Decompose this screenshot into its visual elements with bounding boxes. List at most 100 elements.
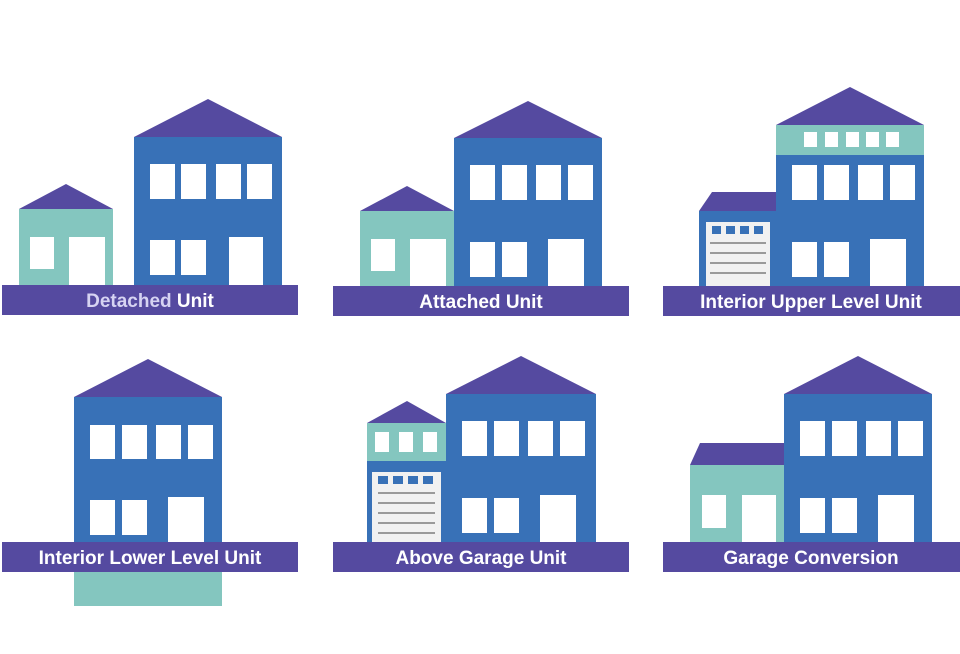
window: [90, 425, 115, 459]
garage-door-window: [378, 476, 388, 484]
window: [536, 165, 561, 200]
window: [470, 165, 495, 200]
panel-attached-unit: Attached Unit: [333, 101, 629, 316]
main-house: [74, 359, 222, 606]
main-roof: [134, 99, 282, 137]
window: [122, 500, 147, 535]
window: [858, 165, 883, 200]
window: [832, 421, 857, 456]
label-bar: [663, 286, 960, 316]
window: [30, 237, 54, 269]
detached-small-house: [19, 184, 113, 287]
label-bar: [333, 286, 629, 316]
garage-door-window: [423, 476, 433, 484]
window: [156, 425, 181, 459]
door: [168, 497, 204, 545]
window: [150, 240, 175, 275]
window: [494, 421, 519, 456]
window: [568, 165, 593, 200]
garage-door-window: [408, 476, 418, 484]
garage-door-window: [712, 226, 721, 234]
window: [494, 498, 519, 533]
garage-wing: [367, 401, 446, 545]
door: [410, 239, 446, 288]
door: [229, 237, 263, 287]
window: [528, 421, 553, 456]
door: [870, 239, 906, 288]
converted-garage: [690, 443, 784, 545]
panel-interior-upper-level-unit: Interior Upper Level Unit: [663, 87, 960, 316]
window: [90, 500, 115, 535]
garage-wing: [699, 192, 776, 288]
window: [890, 165, 915, 200]
upper-window: [804, 132, 817, 147]
door: [69, 237, 105, 287]
small-roof: [360, 186, 454, 211]
upper-window: [886, 132, 899, 147]
panel-label: Garage Conversion: [723, 548, 898, 569]
main-roof: [776, 87, 924, 125]
window: [122, 425, 147, 459]
window: [800, 498, 825, 533]
garage-door-window: [754, 226, 763, 234]
garage-door-window: [740, 226, 749, 234]
door: [548, 239, 584, 288]
window: [399, 432, 413, 452]
window: [216, 164, 241, 199]
panel-label: Interior Upper Level Unit: [700, 292, 922, 313]
window: [375, 432, 389, 452]
main-roof: [784, 356, 932, 394]
window: [792, 242, 817, 277]
window: [150, 164, 175, 199]
window: [792, 165, 817, 200]
window: [181, 164, 206, 199]
panel-label: Attached Unit: [419, 292, 543, 313]
garage-roof: [690, 443, 784, 465]
window: [188, 425, 213, 459]
label-bar: [663, 542, 960, 572]
panel-label: Detached Unit: [86, 291, 214, 312]
window: [702, 495, 726, 528]
door: [742, 495, 776, 545]
window: [502, 165, 527, 200]
window: [462, 498, 487, 533]
attached-small-house: [360, 186, 454, 288]
main-house: [784, 356, 932, 545]
window: [560, 421, 585, 456]
label-bar: [2, 285, 298, 315]
main-house: [776, 87, 924, 288]
panel-garage-conversion: Garage Conversion: [663, 356, 960, 572]
window: [800, 421, 825, 456]
main-roof: [74, 359, 222, 397]
main-roof: [446, 356, 596, 394]
window: [502, 242, 527, 277]
panel-label: Interior Lower Level Unit: [39, 548, 262, 569]
upper-window: [825, 132, 838, 147]
window: [832, 498, 857, 533]
garage-door-window: [393, 476, 403, 484]
window: [824, 165, 849, 200]
panel-detached-unit: Detached Unit: [2, 99, 298, 315]
small-roof: [19, 184, 113, 209]
panel-interior-lower-level-unit: Interior Lower Level Unit: [2, 359, 298, 606]
window: [247, 164, 272, 199]
window: [371, 239, 395, 271]
garage-roof: [699, 192, 776, 211]
garage-roof: [367, 401, 446, 423]
upper-window: [846, 132, 859, 147]
panel-label: Above Garage Unit: [395, 548, 567, 569]
main-roof: [454, 101, 602, 138]
garage-door-window: [726, 226, 735, 234]
lower-unit-level: [74, 571, 222, 606]
window: [423, 432, 437, 452]
door: [878, 495, 914, 545]
door: [540, 495, 576, 545]
window: [824, 242, 849, 277]
label-bar: [333, 542, 629, 572]
window: [470, 242, 495, 277]
window: [866, 421, 891, 456]
main-house: [454, 101, 602, 288]
window: [181, 240, 206, 275]
label-bar: [2, 542, 298, 572]
